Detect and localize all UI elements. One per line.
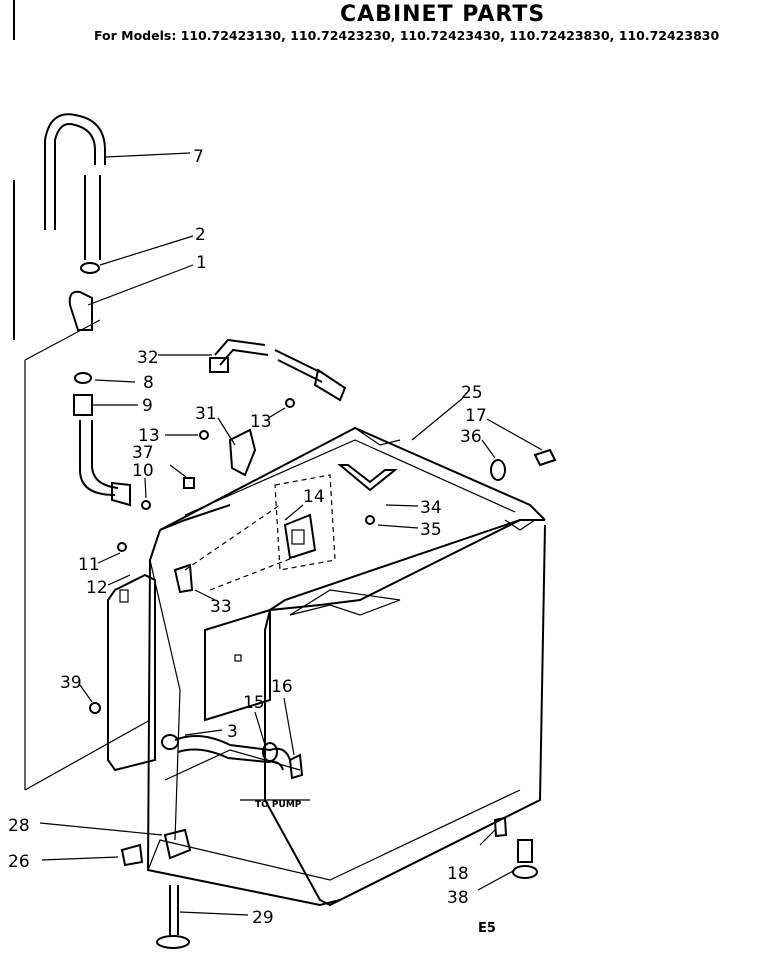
screws <box>89 398 506 714</box>
callout-2: 2 <box>195 225 206 245</box>
callout-15: 15 <box>243 693 265 713</box>
fill-hose <box>209 338 347 402</box>
callout-13b: 13 <box>250 412 272 432</box>
inlet-hose <box>44 113 106 331</box>
page-code: E5 <box>478 921 496 936</box>
callout-26: 26 <box>8 852 30 872</box>
clips <box>173 504 301 594</box>
callout-9: 9 <box>142 396 153 416</box>
leader-lines <box>24 152 543 916</box>
callout-11: 11 <box>78 555 100 575</box>
callout-18: 18 <box>447 864 469 884</box>
callout-36: 36 <box>460 427 482 447</box>
callout-1: 1 <box>196 253 207 273</box>
bracket <box>228 428 257 477</box>
callout-8: 8 <box>143 373 154 393</box>
callout-12: 12 <box>86 578 108 598</box>
to-pump-label: TO PUMP <box>255 800 302 810</box>
cabinet-body <box>146 426 546 907</box>
callout-39: 39 <box>60 673 82 693</box>
rear-leg <box>493 816 538 879</box>
drain-hose-bottom <box>161 734 304 780</box>
callout-31: 31 <box>195 404 217 424</box>
rear-panel <box>204 608 271 722</box>
callout-17: 17 <box>465 406 487 426</box>
callout-7: 7 <box>193 147 204 167</box>
callout-29: 29 <box>252 908 274 928</box>
callout-14: 14 <box>303 487 325 507</box>
model-list: For Models: 110.72423130, 110.72423230, … <box>94 28 720 43</box>
callout-37: 37 <box>132 443 154 463</box>
access-panel <box>107 573 156 772</box>
callout-32: 32 <box>137 348 159 368</box>
switch-assembly <box>274 474 336 571</box>
support-bracket <box>337 464 398 525</box>
callout-3: 3 <box>227 722 238 742</box>
callout-28: 28 <box>8 816 30 836</box>
callout-35: 35 <box>420 520 442 540</box>
clip <box>533 448 557 467</box>
callout-16: 16 <box>271 677 293 697</box>
page-title: CABINET PARTS <box>340 2 546 27</box>
drain-hose-left <box>73 372 131 507</box>
callout-10: 10 <box>132 461 154 481</box>
callout-25: 25 <box>461 383 483 403</box>
callout-33: 33 <box>210 597 232 617</box>
callout-34: 34 <box>420 498 442 518</box>
callout-13a: 13 <box>138 426 160 446</box>
leveling-leg <box>120 828 192 949</box>
callout-38: 38 <box>447 888 469 908</box>
